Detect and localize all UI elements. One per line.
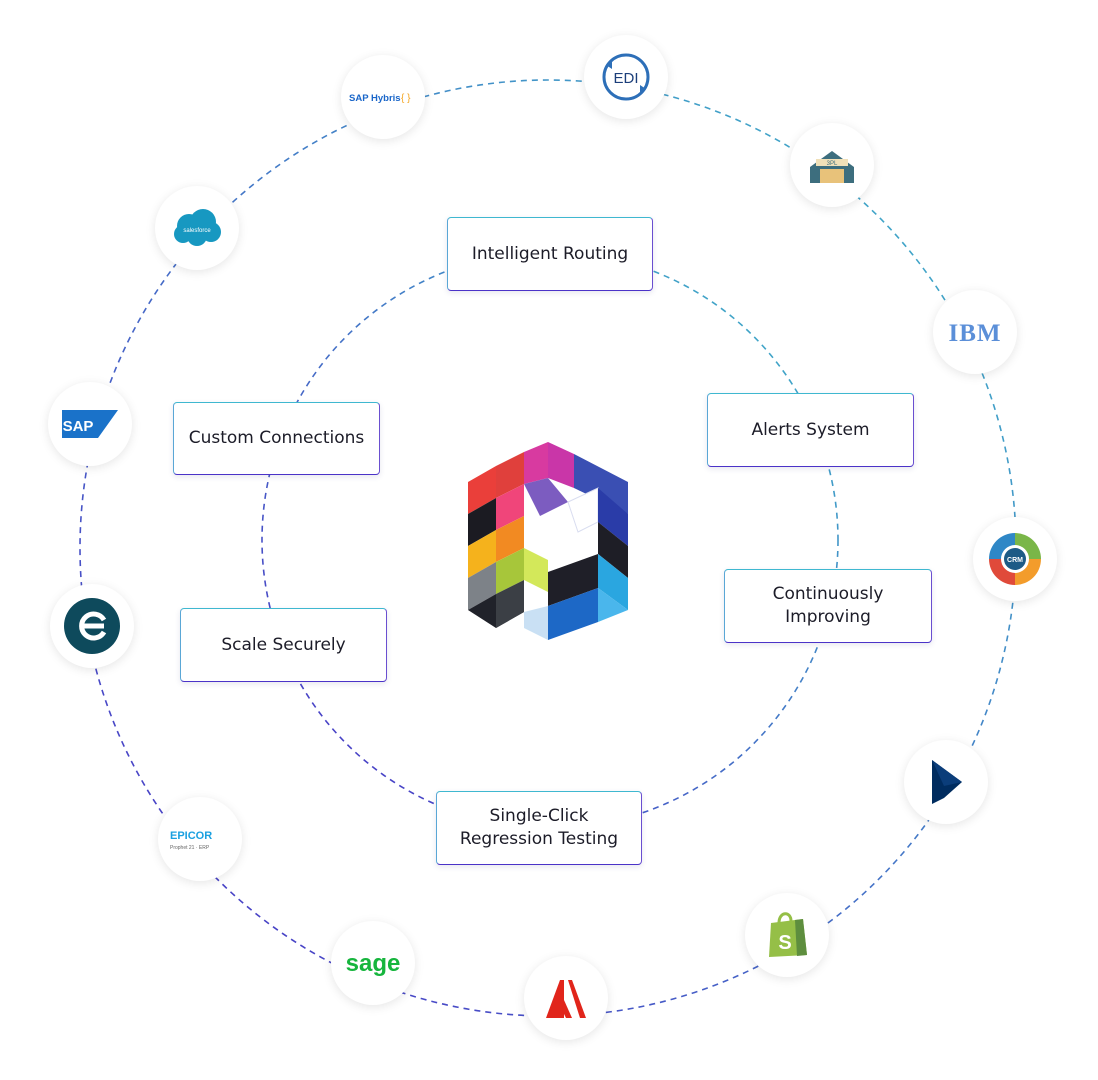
sap-hybris-icon: SAP Hybris { } xyxy=(349,93,411,104)
integration-logo: CRM xyxy=(973,517,1057,601)
feature-single-click-regression-testing: Single-Click Regression Testing xyxy=(436,791,642,865)
integration-logo: EPICOR Prophet 21 · ERP xyxy=(158,797,242,881)
salesforce-text: salesforce xyxy=(183,228,211,234)
sap-text: SAP xyxy=(63,418,94,435)
feature-intelligent-routing: Intelligent Routing xyxy=(447,217,653,291)
epicor-text: EPICOR xyxy=(170,830,212,842)
sage-text: sage xyxy=(346,950,401,977)
integration-logo: IBM xyxy=(933,290,1017,374)
3pl-text: 3PL xyxy=(827,161,838,167)
feature-custom-connections: Custom Connections xyxy=(173,402,380,475)
sap-hybris-text: SAP Hybris xyxy=(349,93,401,104)
integration-logo xyxy=(50,584,134,668)
feature-label: Alerts System xyxy=(751,419,870,440)
integration-logo: SAP Hybris { } xyxy=(341,55,425,139)
integration-logo xyxy=(904,740,988,824)
integration-logo: S xyxy=(745,893,829,977)
feature-label: Custom Connections xyxy=(188,428,365,448)
edi-text: EDI xyxy=(613,70,638,87)
ibm-text: IBM xyxy=(949,320,1002,347)
integration-logo: SAP xyxy=(48,382,132,466)
shopify-text: S xyxy=(778,932,791,954)
integration-logo: sage xyxy=(331,921,415,1005)
salesforce-icon: salesforce xyxy=(174,209,221,246)
epicor-subtext: Prophet 21 · ERP xyxy=(170,845,210,851)
crm-text: CRM xyxy=(1007,557,1023,564)
feature-alerts-system: Alerts System xyxy=(707,393,914,467)
integration-logo: salesforce xyxy=(155,186,239,270)
feature-label: Intelligent Routing xyxy=(471,243,629,264)
microsoft-dynamics-icon xyxy=(932,760,962,804)
sage-icon: sage xyxy=(346,950,401,977)
epicor-icon: EPICOR Prophet 21 · ERP xyxy=(170,830,212,851)
feature-label: Single-Click Regression Testing xyxy=(459,806,619,849)
adobe-icon xyxy=(546,980,586,1018)
edi-icon: EDI xyxy=(602,53,650,101)
feature-continuously-improving: Continuously Improving xyxy=(724,569,932,643)
sap-icon: SAP xyxy=(62,410,118,438)
shopify-icon: S xyxy=(769,912,807,957)
platform-hexagon-logo-icon xyxy=(468,442,628,640)
3pl-warehouse-icon: 3PL xyxy=(810,151,854,183)
crm-cycle-icon: CRM xyxy=(989,533,1041,585)
feature-scale-securely: Scale Securely xyxy=(180,608,387,682)
ibm-icon: IBM xyxy=(949,320,1002,347)
feature-label: Continuously Improving xyxy=(772,584,884,627)
feature-label: Scale Securely xyxy=(221,634,346,655)
e-brand-icon xyxy=(64,598,120,654)
integration-logo xyxy=(524,956,608,1040)
integration-logo: 3PL xyxy=(790,123,874,207)
sap-hybris-badge: { } xyxy=(401,93,411,104)
integration-logo: EDI xyxy=(584,35,668,119)
